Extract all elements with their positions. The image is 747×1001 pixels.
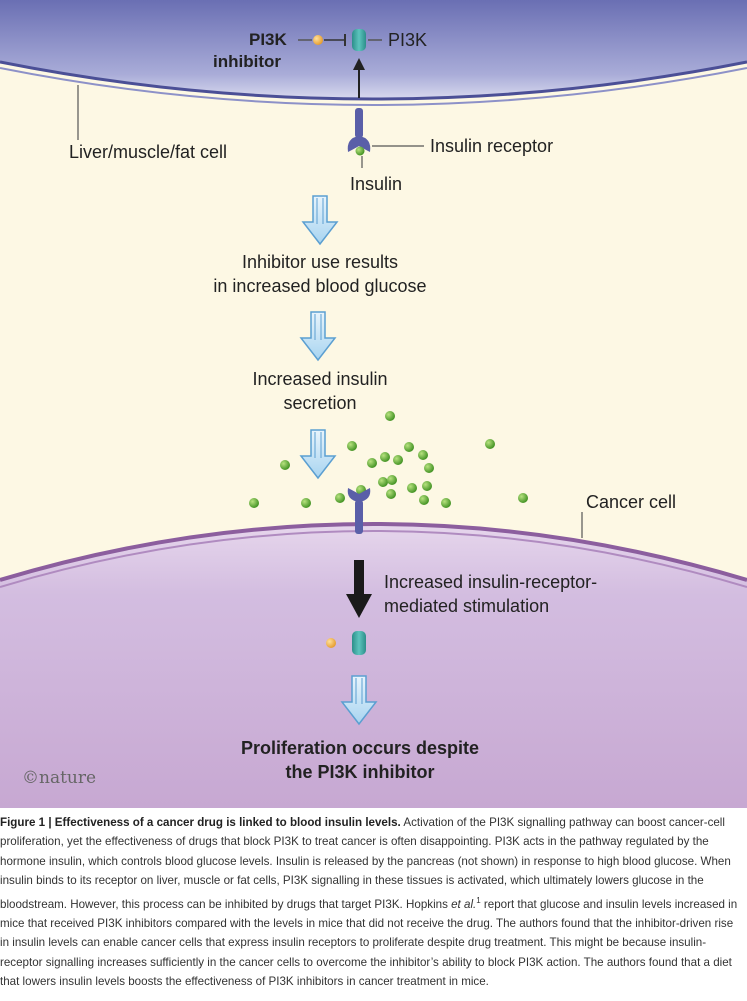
stimulation-arrow bbox=[346, 560, 372, 618]
pi3k-inhibitor-label-line2: inhibitor bbox=[213, 52, 281, 71]
figure-caption: Figure 1 | Effectiveness of a cancer dru… bbox=[0, 813, 742, 992]
caption-heading: Effectiveness of a cancer drug is linked… bbox=[54, 816, 401, 829]
caption-text-part1: Activation of the PI3K signalling pathwa… bbox=[0, 816, 731, 911]
flow-arrow-1 bbox=[301, 195, 339, 246]
pi3k-label: PI3K bbox=[388, 30, 428, 50]
flow-arrow-3 bbox=[299, 429, 337, 480]
step3-label-line1: Increased insulin-receptor- bbox=[384, 572, 598, 592]
diagram-figure: PI3K inhibitor PI3K Liver/muscle/fat cel… bbox=[0, 0, 747, 808]
diagram-canvas bbox=[0, 0, 747, 808]
pi3k-inhibitor-label-line1: PI3K bbox=[249, 30, 287, 49]
pi3k-molecule-top bbox=[352, 29, 366, 51]
nature-logo: ©nature bbox=[22, 768, 97, 788]
liver-cell-membrane bbox=[0, 60, 747, 101]
cancer-cell bbox=[0, 524, 747, 808]
caption-figure-number: Figure 1 | bbox=[0, 816, 52, 829]
insulin-molecules bbox=[249, 411, 528, 508]
caption-et-al: et al. bbox=[451, 897, 477, 911]
insulin-receptor-cancer bbox=[347, 488, 371, 534]
inhibitor-molecule-cancer bbox=[326, 638, 336, 648]
result-label-line2: the PI3K inhibitor bbox=[285, 762, 435, 782]
cancer-cell-membrane bbox=[0, 522, 747, 582]
insulin-label: Insulin bbox=[350, 174, 403, 194]
flow-arrow-2 bbox=[299, 311, 337, 362]
step1-label-line1: Inhibitor use results bbox=[241, 252, 399, 272]
liver-cell bbox=[0, 0, 747, 99]
cancer-cell-label: Cancer cell bbox=[586, 492, 677, 512]
step2-label-line2: secretion bbox=[283, 393, 357, 413]
caption-reference: 1 bbox=[476, 895, 481, 905]
step2-label-line1: Increased insulin bbox=[252, 369, 388, 389]
insulin-receptor-label: Insulin receptor bbox=[430, 136, 554, 156]
inhibitor-molecule-top bbox=[313, 35, 323, 45]
flow-arrow-4 bbox=[340, 675, 378, 726]
step3-label-line2: mediated stimulation bbox=[384, 596, 550, 616]
activation-arrow-top bbox=[353, 58, 365, 70]
liver-cell-label: Liver/muscle/fat cell bbox=[69, 142, 228, 162]
step1-label-line2: in increased blood glucose bbox=[213, 276, 427, 296]
caption-text-part2: report that glucose and insulin levels i… bbox=[0, 897, 738, 989]
insulin-molecule-bound-top bbox=[355, 146, 365, 156]
pi3k-molecule-cancer bbox=[352, 631, 366, 655]
insulin-receptor-liver bbox=[347, 108, 371, 152]
result-label-line1: Proliferation occurs despite bbox=[240, 738, 480, 758]
